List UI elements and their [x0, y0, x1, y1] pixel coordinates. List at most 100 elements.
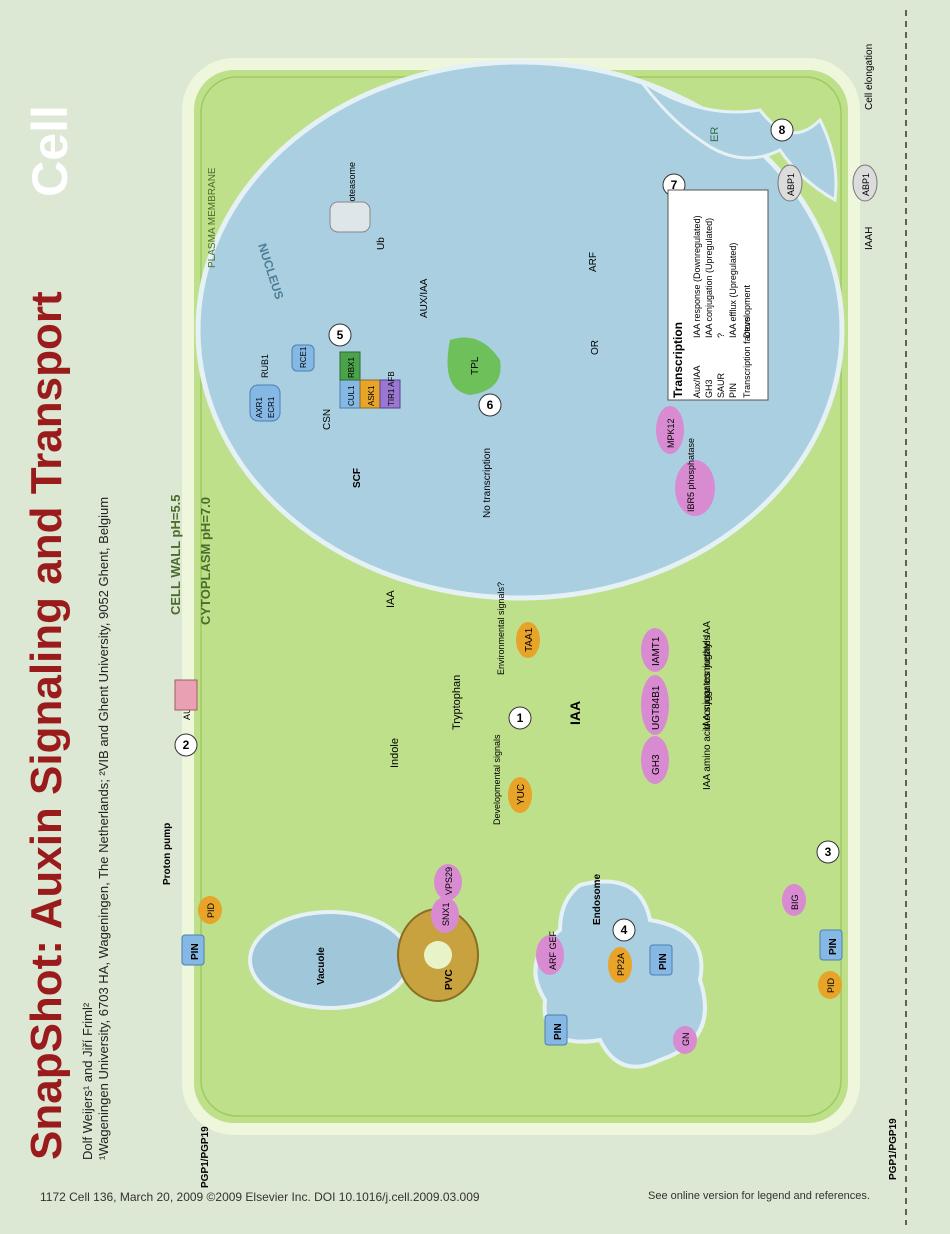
- proteasome: [329, 201, 371, 233]
- step-markers: 1 2 3 4 5 6 7 8: [174, 118, 840, 942]
- cell-logo: Cell: [28, 105, 78, 197]
- rub1-label: RUB1: [260, 354, 270, 378]
- abp1-label: ABP1: [861, 173, 871, 196]
- arf-gef-label: ARF GEF: [548, 930, 558, 970]
- tpl-node: [447, 337, 501, 395]
- vps29-label: VPS29: [444, 867, 454, 895]
- ecr1-label: ECR1: [267, 396, 276, 418]
- pvc-vesicle: [424, 941, 452, 969]
- environmental-signals: Environmental signals?: [496, 582, 506, 675]
- mpk12-label: MPK12: [666, 418, 676, 448]
- pin-label: PIN: [553, 1023, 564, 1040]
- legend-note: See online version for legend and refere…: [648, 1190, 870, 1202]
- big-label: BIG: [790, 894, 800, 910]
- iaa-nucleus-entry: IAA: [385, 590, 397, 608]
- rce1-label: RCE1: [299, 346, 308, 368]
- vacuole: [248, 910, 412, 1010]
- transcription-table: [667, 189, 769, 401]
- ibr5-node: [675, 460, 715, 516]
- transcription-row: PIN: [728, 383, 738, 398]
- step-4: 4: [621, 923, 628, 937]
- ugt84b1-node: [641, 675, 669, 735]
- methyl-iaa: methyl-IAA: [702, 621, 713, 670]
- pp2a-label: PP2A: [616, 953, 626, 976]
- iamt1-node: [641, 628, 669, 672]
- cul1-label: CUL1: [347, 385, 356, 406]
- rce1-node: [291, 344, 315, 372]
- developmental-signals: Developmental signals: [492, 734, 502, 825]
- axr1-label: AXR1: [255, 397, 264, 418]
- gh3-node: [641, 736, 669, 784]
- tir1-node: [379, 379, 401, 409]
- pin-node: [181, 934, 205, 966]
- cytoplasm-label: CYTOPLASM pH=7.0: [198, 497, 213, 625]
- pin-node: [819, 929, 843, 961]
- cell-elongation-label: Cell elongation: [864, 44, 875, 110]
- snx1-label: SNX1: [441, 902, 451, 926]
- pp2a-node: [608, 947, 632, 983]
- step-3: 3: [825, 845, 832, 859]
- scf-label: SCF: [352, 468, 363, 488]
- pgp-bottom-label: PGP1/PGP19: [888, 1118, 899, 1180]
- abp1-label: ABP1: [786, 173, 796, 196]
- step-5: 5: [337, 328, 344, 342]
- metabolic-enzymes: GH3 UGT84B1 IAMT1 TAA1 YUC: [508, 622, 669, 813]
- ibr5-label: IBR5 phosphatase: [686, 438, 696, 512]
- arf-label: ARF: [588, 252, 599, 272]
- transcription-row-desc: Development: [742, 284, 752, 338]
- mpk12-node: [656, 406, 684, 454]
- endoplasmic-reticulum: [638, 78, 838, 203]
- indole-label: Indole: [389, 738, 401, 768]
- pin-node: [544, 1014, 568, 1046]
- step-8: 8: [779, 123, 786, 137]
- transcription-row-desc: IAA efflux (Upregulated): [728, 243, 738, 338]
- abp1-node: [777, 164, 803, 202]
- transcription-row-desc: ?: [716, 333, 726, 338]
- rbx1-label: RBX1: [347, 357, 356, 378]
- regulators: PID PID ARF GEF PP2A GN BIG SNX1 VPS29 I…: [198, 164, 878, 1054]
- proton-pump-label: Proton pump: [162, 823, 173, 885]
- pin-label: PIN: [828, 938, 839, 955]
- tir1-label: TIR1 AFB: [387, 371, 396, 406]
- iamt1-label: IAMT1: [651, 636, 662, 666]
- ask1-label: ASK1: [367, 385, 376, 406]
- abp1-node: [852, 164, 878, 202]
- aux-iaa-label: AUX/IAA: [419, 278, 430, 318]
- tpl-label: TPL: [470, 356, 481, 375]
- endosome-label: Endosome: [592, 873, 603, 925]
- vps29-node: [434, 864, 462, 900]
- pid-node: [198, 896, 222, 924]
- cell-wall-label: CELL WALL pH=5.5: [168, 494, 183, 615]
- taa1-node: [516, 622, 540, 658]
- pin-label: PIN: [658, 953, 669, 970]
- amino-conjugates: IAA amino acid conjugates: [702, 672, 713, 790]
- iaa-biosynthesis-label: IAA: [567, 701, 583, 725]
- transcription-row: Aux/IAA: [692, 365, 702, 398]
- transcription-title: Transcription: [671, 322, 685, 398]
- step-1: 1: [517, 711, 524, 725]
- rbx1-node: [339, 351, 361, 381]
- transcription-row: GH3: [704, 379, 714, 398]
- yuc-label: YUC: [516, 784, 527, 805]
- transcription-row-desc: IAA response (Downregulated): [692, 215, 702, 338]
- cell-logo-text: Cell: [28, 105, 78, 197]
- or-label: OR: [590, 340, 601, 355]
- pid-label: PID: [206, 902, 216, 918]
- vacuole-label: Vacuole: [316, 947, 327, 985]
- step-6: 6: [487, 398, 494, 412]
- tryptophan-label: Tryptophan: [451, 675, 463, 730]
- er-label: ER: [709, 127, 721, 142]
- transcription-row-desc: IAA conjugation (Upregulated): [704, 218, 714, 338]
- no-transcription-label: No transcription: [482, 448, 493, 518]
- pid-node: [818, 971, 842, 999]
- snx1-node: [431, 897, 459, 933]
- pgp-top-label: PGP1/PGP19: [200, 1126, 211, 1188]
- step-2: 2: [183, 738, 190, 752]
- gn-node: [673, 1026, 697, 1054]
- citation: 1172 Cell 136, March 20, 2009 ©2009 Else…: [40, 1190, 480, 1204]
- ub-label: Ub: [376, 237, 387, 250]
- gn-label: GN: [681, 1033, 691, 1047]
- big-node: [782, 884, 806, 916]
- pin-node: [649, 944, 673, 976]
- taa1-label: TAA1: [524, 627, 535, 652]
